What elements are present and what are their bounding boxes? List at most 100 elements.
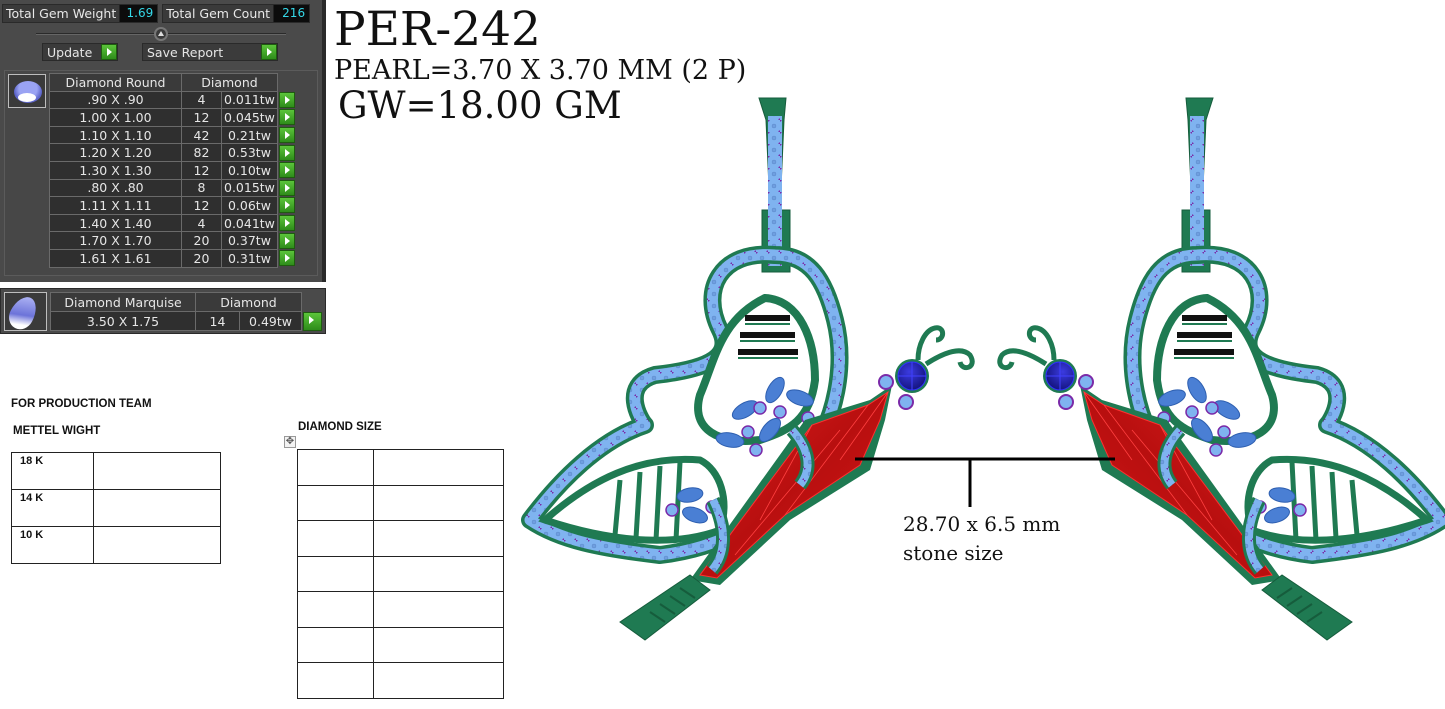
weight-cell: 0.045tw [221, 108, 278, 127]
pearl-spec: PEARL=3.70 X 3.70 MM (2 P) [334, 55, 747, 86]
table-cell[interactable] [373, 484, 504, 521]
collapse-up-icon[interactable] [154, 27, 168, 41]
shape-header: Diamond Round [49, 73, 182, 92]
play-arrow-icon[interactable] [278, 91, 295, 108]
table-cell[interactable] [297, 520, 374, 557]
metal-weight-heading: METTEL WIGHT [13, 425, 101, 437]
size-cell: 1.20 X 1.20 [49, 143, 182, 162]
play-arrow-icon[interactable] [278, 215, 295, 232]
diamond-size-heading: DIAMOND SIZE [298, 421, 382, 433]
table-cell[interactable] [373, 591, 504, 628]
table-row [297, 484, 504, 521]
play-arrow-icon[interactable] [278, 109, 295, 126]
weight-cell: 0.53tw [221, 143, 278, 162]
table-row: 1.20 X 1.20 82 0.53tw [49, 143, 296, 162]
table-cell[interactable] [373, 662, 504, 699]
table-row [297, 520, 504, 557]
karat-cell: 10 K [11, 526, 94, 564]
total-gem-weight: Total Gem Weight 1.69 [2, 4, 159, 23]
update-button-label: Update [47, 44, 93, 60]
table-row: .90 X .90 4 0.011tw [49, 90, 296, 110]
count-cell: 82 [181, 143, 222, 162]
play-arrow-icon[interactable] [278, 250, 295, 267]
weight-cell: 0.06tw [221, 196, 278, 215]
table-cell[interactable] [297, 626, 374, 663]
weight-input-cell[interactable] [93, 526, 221, 564]
diamond-round-group: Diamond Round Diamond .90 X .90 4 0.011t… [4, 70, 318, 276]
play-arrow-icon[interactable] [278, 232, 295, 249]
table-row: 1.40 X 1.40 4 0.041tw [49, 213, 296, 233]
weight-cell: 0.041tw [221, 213, 278, 233]
stone-size-annotation: 28.70 x 6.5 mm stone size [903, 510, 1060, 568]
table-row: 10 K [11, 526, 221, 564]
stone-size-label: stone size [903, 541, 1004, 565]
size-cell: 1.70 X 1.70 [49, 231, 182, 250]
size-cell: .80 X .80 [49, 178, 182, 198]
size-cell: 1.40 X 1.40 [49, 213, 182, 233]
size-cell: 1.30 X 1.30 [49, 160, 182, 180]
weight-cell: 0.011tw [221, 90, 278, 110]
total-gem-count-label: Total Gem Count [166, 6, 271, 21]
table-row [297, 449, 504, 486]
table-cell[interactable] [373, 449, 504, 486]
table-cell[interactable] [297, 591, 374, 628]
play-arrow-icon[interactable] [261, 44, 277, 60]
weight-input-cell[interactable] [93, 452, 221, 490]
metal-weight-table: 18 K 14 K 10 K [11, 452, 221, 564]
weight-cell: 0.015tw [221, 178, 278, 198]
production-heading: FOR PRODUCTION TEAM [11, 398, 152, 410]
total-gem-count: Total Gem Count 216 [162, 4, 311, 23]
weight-input-cell[interactable] [93, 489, 221, 527]
table-cell[interactable] [373, 555, 504, 592]
play-arrow-icon[interactable] [278, 162, 295, 179]
panel-splitter[interactable] [36, 27, 286, 41]
gem-summary-panel: Total Gem Weight 1.69 Total Gem Count 21… [0, 0, 326, 282]
update-button[interactable]: Update [42, 43, 118, 61]
table-row: .80 X .80 8 0.015tw [49, 178, 296, 198]
play-arrow-icon[interactable] [303, 311, 322, 331]
table-cell[interactable] [373, 520, 504, 557]
table-move-handle-icon[interactable]: ✥ [284, 436, 296, 448]
count-cell: 20 [181, 248, 222, 268]
right-earring [1000, 98, 1442, 640]
count-cell: 4 [181, 213, 222, 233]
weight-cell: 0.37tw [221, 231, 278, 250]
table-cell[interactable] [297, 449, 374, 486]
material-header: Diamond [195, 292, 302, 312]
table-row: 1.10 X 1.10 42 0.21tw [49, 125, 296, 145]
play-arrow-icon[interactable] [278, 179, 295, 196]
count-cell: 8 [181, 178, 222, 198]
table-row [297, 626, 504, 663]
weight-cell: 0.21tw [221, 125, 278, 145]
design-code: PER-242 [334, 2, 541, 57]
play-arrow-icon[interactable] [278, 144, 295, 161]
play-arrow-icon[interactable] [278, 197, 295, 214]
table-row: 1.30 X 1.30 12 0.10tw [49, 160, 296, 180]
size-cell: 1.61 X 1.61 [49, 248, 182, 268]
diamond-marquise-table: Diamond Marquise Diamond 3.50 X 1.75 14 … [50, 292, 323, 331]
total-gem-weight-value: 1.69 [119, 5, 158, 22]
play-arrow-icon[interactable] [278, 127, 295, 144]
table-cell[interactable] [297, 484, 374, 521]
size-cell: 1.00 X 1.00 [49, 108, 182, 127]
stone-dimensions: 28.70 x 6.5 mm [903, 512, 1061, 536]
total-gem-weight-label: Total Gem Weight [6, 6, 117, 21]
table-row: 14 K [11, 489, 221, 527]
save-report-button[interactable]: Save Report [142, 43, 278, 61]
count-cell: 20 [181, 231, 222, 250]
table-cell[interactable] [297, 662, 374, 699]
play-arrow-icon[interactable] [101, 44, 117, 60]
round-gem-icon [8, 74, 46, 108]
count-cell: 12 [181, 160, 222, 180]
count-cell: 4 [181, 90, 222, 110]
design-header: PER-242 PEARL=3.70 X 3.70 MM (2 P) GW=18… [334, 4, 746, 126]
table-cell[interactable] [373, 626, 504, 663]
karat-cell: 18 K [11, 452, 94, 490]
count-cell: 12 [181, 196, 222, 215]
table-cell[interactable] [297, 555, 374, 592]
size-cell: 1.11 X 1.11 [49, 196, 182, 215]
karat-cell: 14 K [11, 489, 94, 527]
table-row: 18 K [11, 452, 221, 490]
diamond-size-table [297, 449, 504, 699]
diamond-marquise-group: Diamond Marquise Diamond 3.50 X 1.75 14 … [0, 288, 326, 334]
